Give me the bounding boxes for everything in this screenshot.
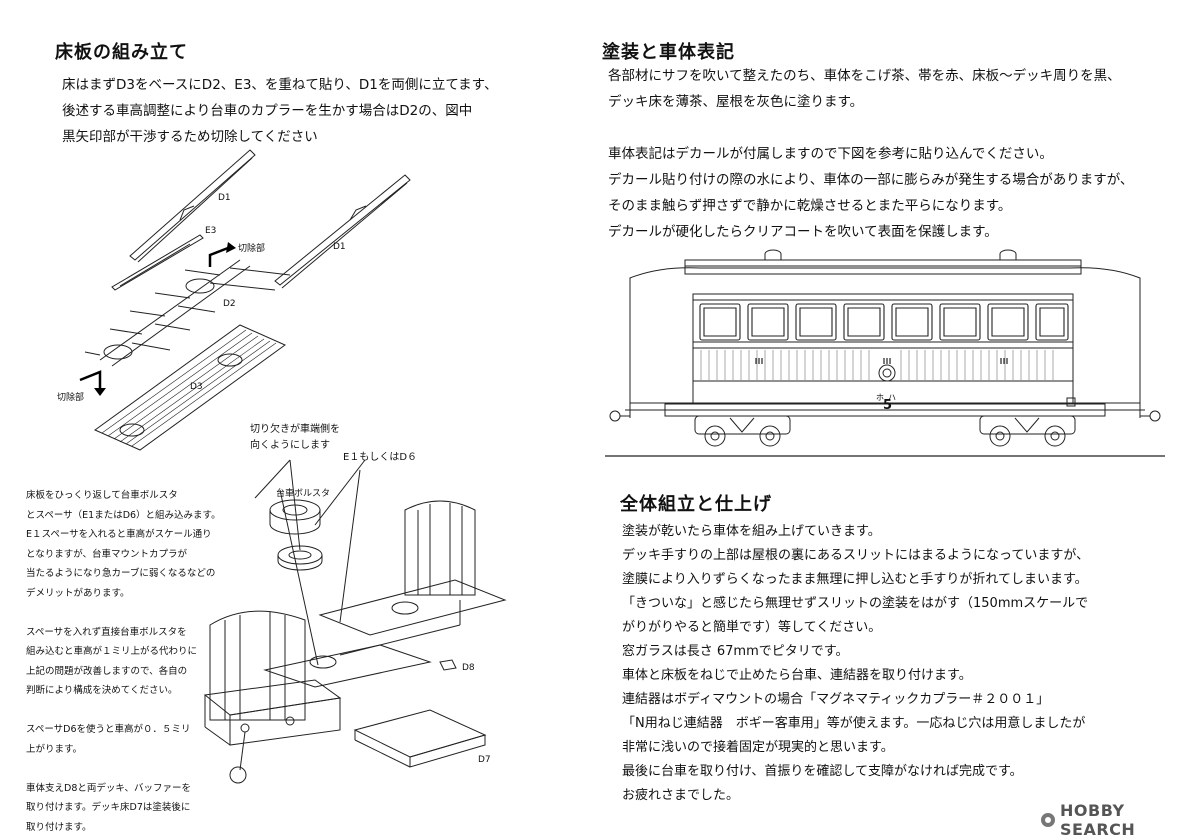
text-line: 車体表記はデカールが付属しますので下図を参考に貼り込んでください。 bbox=[608, 146, 1053, 162]
text-line: とスペーサ（E1またはD6）と組み込みます。 bbox=[26, 509, 221, 521]
text-line: 車体支えD8と両デッキ、バッファーを bbox=[26, 782, 191, 794]
text-line: 上記の問題が改善しますので、各自の bbox=[26, 665, 188, 677]
text-line: 取り付けます。 bbox=[26, 821, 92, 833]
label-e3: E3 bbox=[205, 226, 217, 236]
text-line: 床板をひっくり返して台車ボルスタ bbox=[26, 490, 178, 501]
text-line: デッキ床を薄茶、屋根を灰色に塗ります。 bbox=[608, 94, 864, 110]
text-line: 「N用ねじ連結器 ボギー客車用」等が使えます。一応ねじ穴は用意しましたが bbox=[622, 716, 1086, 731]
label-d8: D8 bbox=[462, 663, 475, 673]
text-line: 黒矢印部が干渉するため切除してください bbox=[62, 129, 318, 145]
text-line: 非常に浅いので接着固定が現実的と思います。 bbox=[622, 740, 894, 755]
bolster-instructions: 床板をひっくり返して台車ボルスタ とスペーサ（E1またはD6）と組み込みます。 … bbox=[26, 486, 221, 837]
text-line: 窓ガラスは長さ 67mmでピタリです。 bbox=[622, 644, 849, 659]
text-line: 上がります。 bbox=[26, 743, 83, 755]
assembly-text: 塗装が乾いたら車体を組み上げていきます。 デッキ手すりの上部は屋根の裏にあるスリ… bbox=[622, 520, 1089, 808]
text-line: 各部材にサフを吹いて整えたのち、車体をこげ茶、帯を赤、床板～デッキ周りを黒、 bbox=[608, 68, 1121, 84]
floor-parts-diagram bbox=[60, 140, 480, 440]
frame-assembly-diagram bbox=[200, 440, 520, 800]
car-number-marking: 5 bbox=[883, 398, 893, 413]
assembly-title: 全体組立と仕上げ bbox=[620, 494, 772, 515]
floor-assembly-title: 床板の組み立て bbox=[55, 42, 188, 63]
label-bogie-bolster: 台車ボルスタ bbox=[276, 489, 331, 499]
car-kana-marking: ホハ bbox=[876, 393, 900, 402]
notch-note: 切り欠きが車端側を 向くようにします bbox=[250, 422, 340, 454]
text-line: 切り欠きが車端側を bbox=[250, 424, 340, 435]
text-line: 後述する車高調整により台車のカプラーを生かす場合はD2の、図中 bbox=[62, 103, 473, 119]
text-line bbox=[26, 701, 221, 721]
text-line: スペーサD6を使うと車高が０．５ミリ bbox=[26, 724, 191, 735]
text-line: 塗膜により入りずらくなったまま無理に押し込むと手すりが折れてしまいます。 bbox=[622, 572, 1088, 587]
text-line: 車体と床板をねじで止めたら台車、連結器を取り付けます。 bbox=[622, 668, 972, 683]
text-line: デメリットがあります。 bbox=[26, 587, 130, 599]
text-line: スペーサを入れず直接台車ボルスタを bbox=[26, 626, 187, 638]
text-line: 連結器はボディマウントの場合「マグネマティックカプラー＃２００１」 bbox=[622, 692, 1050, 707]
text-line: 取り付けます。デッキ床D7は塗装後に bbox=[26, 802, 191, 813]
text-line: 床はまずD3をベースにD2、E3、を重ねて貼り、D1を両側に立てます、 bbox=[62, 77, 498, 93]
text-line: 向くようにします bbox=[250, 440, 330, 451]
text-line: デカール貼り付けの際の水により、車体の一部に膨らみが発生する場合がありますが、 bbox=[608, 172, 1134, 188]
text-line: 当たるようになり急カーブに弱くなるなどの bbox=[26, 568, 216, 579]
watermark-text: HOBBY SEARCH bbox=[1060, 801, 1136, 839]
label-cut-part-2: 切除部 bbox=[57, 393, 85, 403]
text-line: 判断により構成を決めてください。 bbox=[26, 685, 178, 696]
label-d7: D7 bbox=[478, 755, 491, 765]
text-line: そのまま触らず押さずで静かに乾燥させるとまた平らになります。 bbox=[608, 198, 1012, 214]
text-line: 「きついな」と感じたら無理せずスリットの塗装をはがす（150mmスケールで bbox=[622, 596, 1089, 611]
hobbysearch-logo-icon bbox=[1041, 813, 1055, 827]
car-side-view bbox=[605, 238, 1165, 468]
text-line: 組み込むと車高が１ミリ上がる代わりに bbox=[26, 646, 198, 657]
text-line: お疲れさまでした。 bbox=[622, 788, 740, 803]
text-line: 最後に台車を取り付け、首振りを確認して支障がなければ完成です。 bbox=[622, 764, 1023, 779]
text-line: 塗装が乾いたら車体を組み上げていきます。 bbox=[622, 524, 881, 539]
painting-text: 各部材にサフを吹いて整えたのち、車体をこげ茶、帯を赤、床板～デッキ周りを黒、 デ… bbox=[608, 63, 1133, 245]
label-d3: D3 bbox=[190, 382, 203, 392]
label-e1-or-d6: E１もしくはD６ bbox=[343, 452, 418, 463]
text-line: がりがりやると簡単です）等してください。 bbox=[622, 620, 882, 635]
text-line: デカールが硬化したらクリアコートを吹いて表面を保護します。 bbox=[608, 224, 998, 240]
label-d1-left: D1 bbox=[218, 193, 231, 203]
text-line: E１スペーサを入れると車高がスケール通り bbox=[26, 529, 212, 540]
text-line bbox=[26, 759, 221, 779]
text-line: となりますが、台車マウントカプラが bbox=[26, 548, 188, 560]
label-cut-part-1: 切除部 bbox=[238, 244, 266, 254]
watermark: HOBBY SEARCH bbox=[1040, 801, 1200, 839]
text-line bbox=[608, 115, 1133, 141]
text-line bbox=[26, 603, 221, 623]
text-line: デッキ手すりの上部は屋根の裏にあるスリットにはまるようになっていますが、 bbox=[622, 548, 1090, 563]
label-d1-right: D1 bbox=[333, 242, 346, 252]
painting-title: 塗装と車体表記 bbox=[602, 42, 735, 63]
floor-assembly-text: 床はまずD3をベースにD2、E3、を重ねて貼り、D1を両側に立てます、 後述する… bbox=[62, 72, 498, 150]
label-d2: D2 bbox=[223, 299, 236, 309]
